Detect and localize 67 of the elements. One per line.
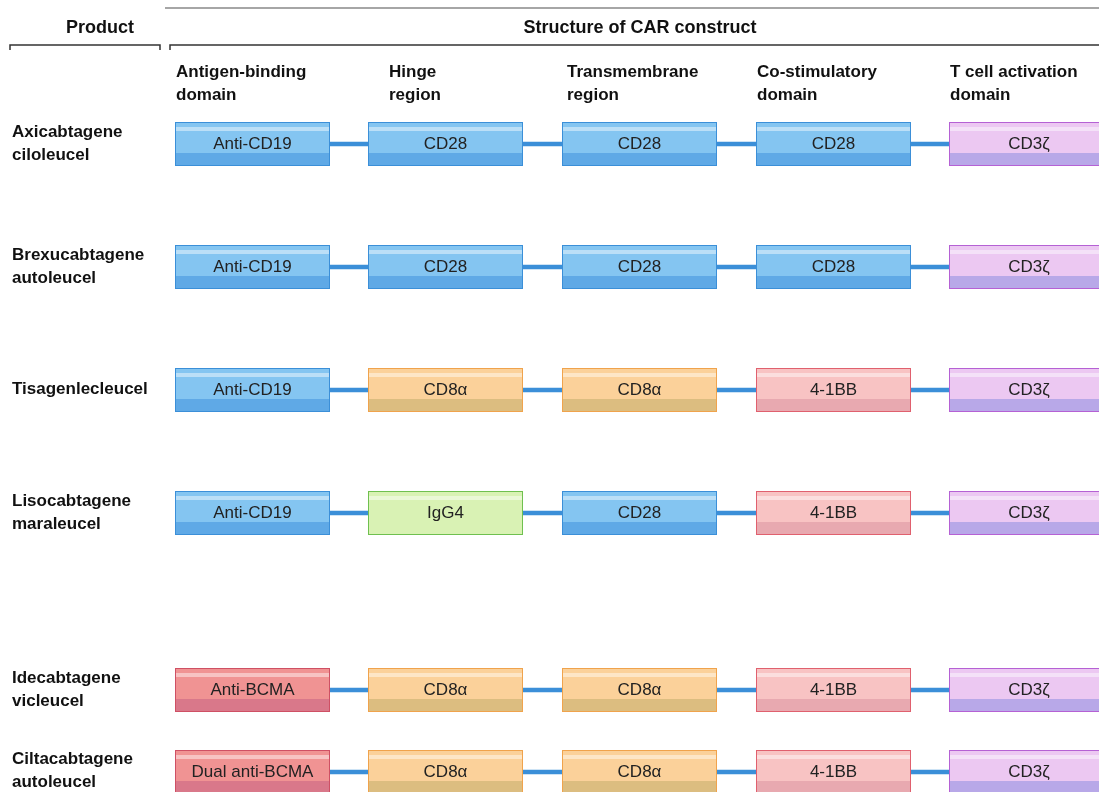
domain-box: CD3ζ [949, 245, 1099, 289]
connector-line [330, 387, 368, 393]
domain-box: CD28 [756, 122, 911, 166]
domain-box: CD8α [368, 750, 523, 792]
domain-box: CD3ζ [949, 750, 1099, 792]
domain-box: CD8α [562, 668, 717, 712]
product-name: Lisocabtagene maraleucel [12, 490, 133, 535]
domain-box: CD3ζ [949, 491, 1099, 535]
connector-line [330, 141, 368, 147]
connector-line [523, 141, 562, 147]
domain-box: CD3ζ [949, 668, 1099, 712]
connector-line [717, 687, 756, 693]
column-heading: T cell activation domain [950, 61, 1079, 106]
domain-box: 4-1BB [756, 750, 911, 792]
product-name: Brexucabtagene autoleucel [12, 244, 146, 289]
connector-line [330, 510, 368, 516]
domain-box: CD28 [368, 122, 523, 166]
domain-box: CD8α [562, 750, 717, 792]
product-name: Axicabtagene ciloleucel [12, 121, 124, 166]
connector-line [717, 264, 756, 270]
domain-box: CD3ζ [949, 368, 1099, 412]
connector-line [911, 141, 949, 147]
connector-line [717, 141, 756, 147]
domain-box: CD28 [562, 491, 717, 535]
domain-box: 4-1BB [756, 491, 911, 535]
column-heading: Antigen-binding domain [176, 61, 308, 106]
column-heading: Transmembrane region [567, 61, 700, 106]
column-heading: Hinge region [389, 61, 442, 106]
connector-line [911, 769, 949, 775]
connector-line [911, 264, 949, 270]
connector-line [523, 769, 562, 775]
connector-line [330, 264, 368, 270]
connector-line [911, 387, 949, 393]
domain-box: 4-1BB [756, 668, 911, 712]
product-name: Idecabtagene vicleucel [12, 667, 122, 712]
domain-box: Anti-CD19 [175, 368, 330, 412]
connector-line [330, 687, 368, 693]
column-heading: Co-stimulatory domain [757, 61, 878, 106]
domain-box: Dual anti-BCMA [175, 750, 330, 792]
connector-line [717, 510, 756, 516]
connector-line [523, 510, 562, 516]
product-name: Ciltacabtagene autoleucel [12, 748, 134, 792]
domain-box: Anti-CD19 [175, 122, 330, 166]
domain-box: Anti-BCMA [175, 668, 330, 712]
domain-box: IgG4 [368, 491, 523, 535]
domain-box: CD28 [562, 122, 717, 166]
connector-line [330, 769, 368, 775]
domain-box: Anti-CD19 [175, 245, 330, 289]
domain-box: CD3ζ [949, 122, 1099, 166]
column-heading: Product [65, 16, 135, 39]
connector-line [717, 769, 756, 775]
product-name: Tisagenlecleucel [12, 378, 149, 400]
connector-line [911, 687, 949, 693]
domain-box: CD28 [562, 245, 717, 289]
domain-box: Anti-CD19 [175, 491, 330, 535]
domain-box: CD28 [756, 245, 911, 289]
domain-box: CD28 [368, 245, 523, 289]
domain-box: CD8α [368, 368, 523, 412]
connector-line [717, 387, 756, 393]
domain-box: CD8α [562, 368, 717, 412]
connector-line [523, 387, 562, 393]
column-heading: Structure of CAR construct [522, 16, 758, 39]
connector-line [911, 510, 949, 516]
connector-line [523, 264, 562, 270]
connector-line [523, 687, 562, 693]
domain-box: 4-1BB [756, 368, 911, 412]
domain-box: CD8α [368, 668, 523, 712]
